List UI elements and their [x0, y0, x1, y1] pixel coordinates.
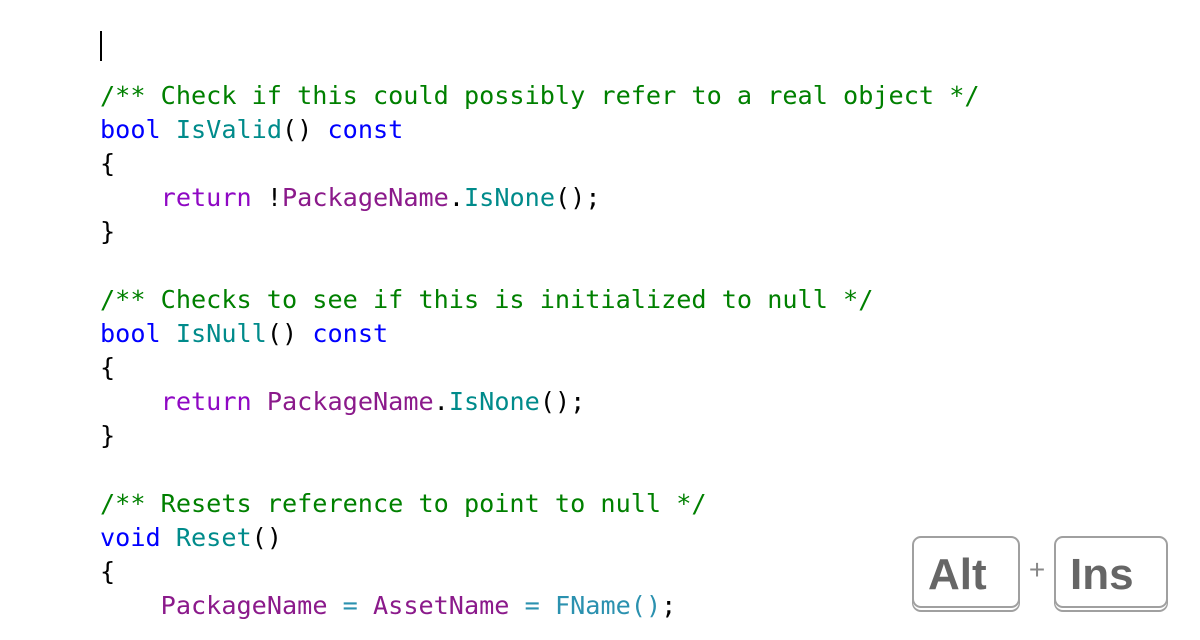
code-token: AssetName	[372, 591, 510, 620]
code-line[interactable]: {	[100, 351, 980, 385]
code-token: PackageName	[282, 183, 449, 212]
code-line[interactable]: bool IsNull() const	[100, 317, 980, 351]
code-token: /** Check if this could possibly refer t…	[100, 81, 980, 110]
code-line[interactable]	[100, 45, 980, 79]
code-line[interactable]	[100, 453, 980, 487]
code-line[interactable]	[100, 249, 980, 283]
code-line[interactable]: }	[100, 419, 980, 453]
code-line[interactable]: }	[100, 215, 980, 249]
code-line[interactable]: {	[100, 555, 980, 589]
code-editor[interactable]: /** Check if this could possibly refer t…	[100, 11, 980, 623]
code-token: }	[100, 217, 116, 246]
code-token: !	[251, 183, 283, 212]
code-line[interactable]: /** Check if this could possibly refer t…	[100, 79, 980, 113]
code-token: bool	[100, 319, 161, 348]
code-token: ();	[555, 183, 601, 212]
code-token: IsNull	[175, 319, 267, 348]
code-token: {	[100, 353, 116, 382]
code-token: {	[100, 557, 116, 586]
code-token: }	[100, 421, 116, 450]
code-line[interactable]: void Reset()	[100, 521, 980, 555]
code-token	[252, 387, 267, 416]
code-token: const	[312, 319, 389, 348]
code-line[interactable]: /** Checks to see if this is initialized…	[100, 283, 980, 317]
code-token	[100, 183, 161, 212]
code-token: ()	[266, 319, 313, 348]
code-token: ()	[251, 523, 283, 552]
code-token: ()	[282, 115, 328, 144]
code-token	[100, 591, 161, 620]
code-token: bool	[100, 115, 161, 144]
code-token: {	[100, 149, 116, 178]
code-token: ;	[661, 591, 677, 620]
code-token	[161, 115, 176, 144]
code-token: FName	[554, 591, 631, 620]
keyboard-shortcut-overlay: Alt + Ins	[912, 536, 1168, 608]
code-token	[100, 387, 161, 416]
code-token: .	[448, 183, 464, 212]
code-token: ();	[539, 387, 586, 416]
code-token: .	[433, 387, 449, 416]
text-cursor	[100, 31, 102, 61]
code-token	[161, 319, 176, 348]
plus-separator: +	[1028, 554, 1046, 585]
code-token: =	[327, 591, 373, 620]
code-token: void	[100, 523, 161, 552]
code-line[interactable]: return !PackageName.IsNone();	[100, 181, 980, 215]
code-line[interactable]	[100, 11, 980, 45]
code-token: =	[509, 591, 555, 620]
code-token: IsNone	[448, 387, 540, 416]
code-line[interactable]: /** Resets reference to point to null */	[100, 487, 980, 521]
code-token: /** Checks to see if this is initialized…	[100, 285, 874, 314]
code-line[interactable]: bool IsValid() const	[100, 113, 980, 147]
key-ins: Ins	[1054, 536, 1168, 608]
code-token: /** Resets reference to point to null */	[100, 489, 707, 518]
key-alt: Alt	[912, 536, 1020, 608]
code-token: return	[160, 387, 252, 416]
code-token: ()	[630, 591, 662, 620]
code-token	[161, 523, 176, 552]
code-token: PackageName	[160, 591, 328, 620]
code-line[interactable]: {	[100, 147, 980, 181]
code-token: IsNone	[464, 183, 555, 212]
code-token: PackageName	[266, 387, 434, 416]
code-line[interactable]: return PackageName.IsNone();	[100, 385, 980, 419]
code-line[interactable]: PackageName = AssetName = FName();	[100, 589, 980, 623]
code-token: return	[160, 183, 252, 212]
code-token: const	[327, 115, 404, 144]
code-token: IsValid	[175, 115, 282, 144]
code-token: Reset	[175, 523, 252, 552]
